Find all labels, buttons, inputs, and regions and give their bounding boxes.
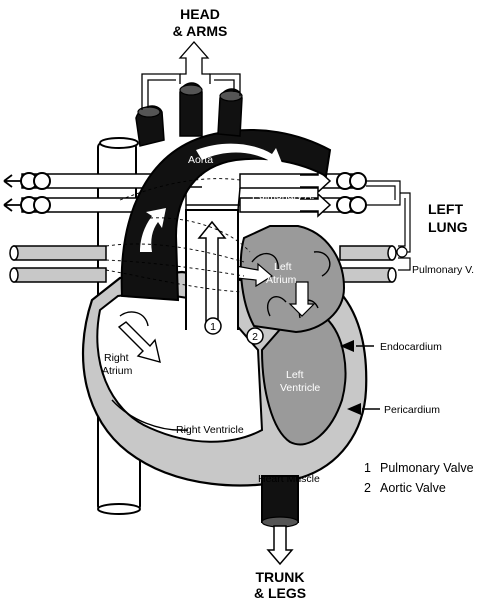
arms-label: & ARMS: [173, 23, 228, 39]
legend-num-2: 2: [364, 481, 371, 495]
right-atrium-label-2: Atrium: [102, 365, 133, 377]
left-atrium-label-1: Left: [274, 261, 292, 273]
aortic-valve-marker: 2: [247, 328, 263, 344]
left-lung-label-2: LUNG: [428, 219, 468, 235]
pulmonary-vein-label: Pulmonary V.: [412, 264, 474, 276]
legs-label: & LEGS: [254, 585, 306, 601]
pericardium-label: Pericardium: [384, 404, 440, 416]
legend-num-1: 1: [364, 461, 371, 475]
head-label: HEAD: [180, 6, 220, 22]
legend-text-1: Pulmonary Valve: [380, 461, 474, 475]
heart-muscle-label: Heart Muscle: [258, 473, 320, 485]
svg-text:1: 1: [210, 321, 216, 333]
left-atrium-label-2: Atrium: [266, 274, 297, 286]
pulmonary-valve-marker: 1: [205, 318, 221, 334]
legend-text-2: Aortic Valve: [380, 481, 446, 495]
valve-legend: 1 Pulmonary Valve 2 Aortic Valve: [364, 461, 474, 495]
right-atrium-label-1: Right: [104, 352, 129, 364]
trunk-legs-arrow: [268, 526, 292, 564]
left-ventricle-label-2: Ventricle: [280, 382, 320, 394]
endocardium-label: Endocardium: [380, 341, 442, 353]
aorta-label: Aorta: [188, 154, 213, 166]
pulmonary-artery-label: Pulmonary A.: [252, 190, 314, 202]
right-ventricle-label: Right Ventricle: [176, 424, 244, 436]
left-ventricle-label-1: Left: [286, 369, 304, 381]
trunk-label: TRUNK: [256, 569, 305, 585]
svg-text:2: 2: [252, 331, 258, 343]
left-lung-label-1: LEFT: [428, 201, 463, 217]
